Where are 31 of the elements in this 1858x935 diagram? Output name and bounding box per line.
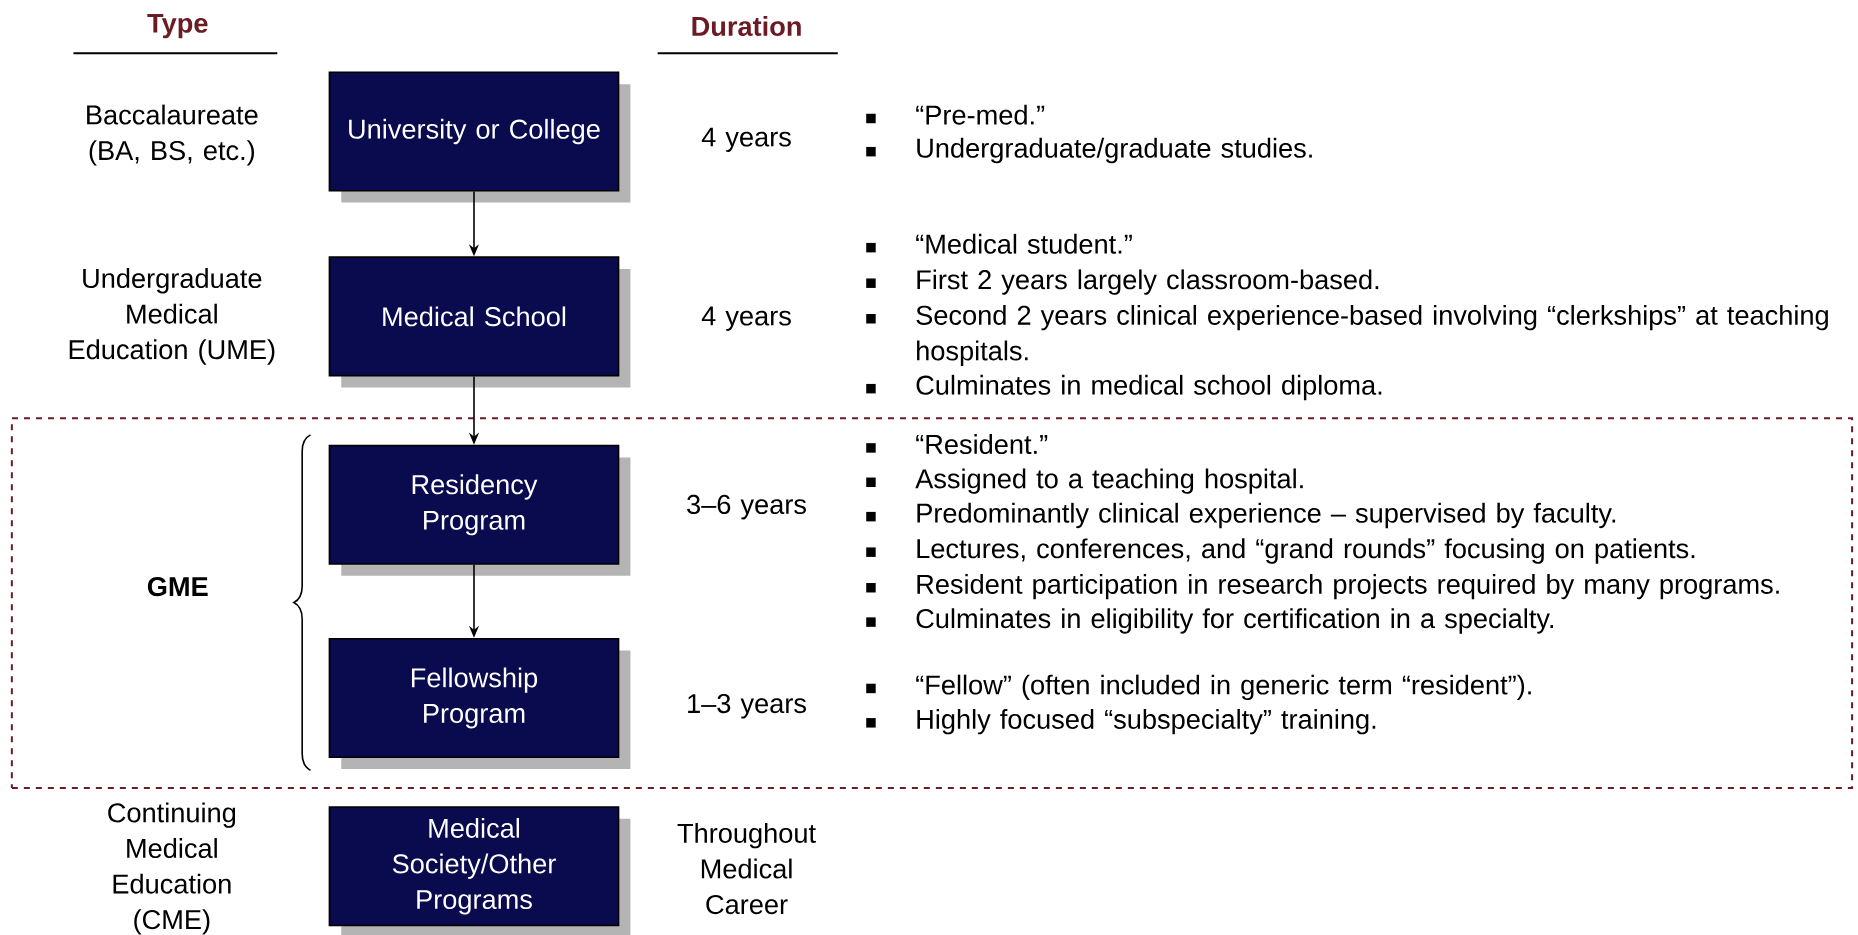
- bullet-item: Second 2 years clinical experience-based involving “clerkships” at teaching hospitals.: [866, 305, 1828, 366]
- column-header: Duration: [692, 16, 801, 37]
- side-text: Undergraduate Medical Education (UME): [69, 268, 275, 365]
- bullet-item: Resident participation in research projects required by many programs.: [866, 573, 1779, 600]
- process-box: Medical Society/Other Programs: [328, 806, 631, 935]
- bullet-item: “Resident.”: [866, 434, 1048, 455]
- side-text: 1–3 years: [688, 693, 806, 719]
- process-box: Residency Program: [328, 444, 631, 576]
- bullet-item: Assigned to a teaching hospital.: [866, 468, 1303, 494]
- bullet-item: First 2 years largely classroom-based.: [866, 269, 1379, 295]
- bullet-item: “Pre-med.”: [866, 104, 1045, 125]
- side-text: Baccalaureate (BA, BS, etc.): [87, 104, 258, 166]
- column-header: Type: [147, 13, 208, 39]
- side-text: Continuing Medical Education (CME): [108, 802, 236, 935]
- side-text: 4 years: [701, 306, 791, 331]
- bullet-item: Predominantly clinical experience – supervised by faculty.: [866, 502, 1616, 529]
- process-box: University or College: [328, 71, 631, 203]
- side-text: 3–6 years: [687, 494, 806, 520]
- side-text: 4 years: [701, 127, 791, 153]
- process-box: Fellowship Program: [328, 637, 631, 770]
- process-box: Medical School: [328, 256, 631, 388]
- bullet-item: Culminates in eligibility for certification in a specialty.: [866, 608, 1554, 634]
- bullet-item: Culminates in medical school diploma.: [866, 374, 1382, 401]
- group-label: GME: [147, 576, 208, 597]
- bullet-item: Highly focused “subspecialty” training.: [866, 709, 1376, 735]
- bullet-item: Undergraduate/graduate studies.: [866, 137, 1312, 164]
- bullet-item: Lectures, conferences, and “grand rounds” focusing on patients.: [866, 538, 1695, 564]
- bullet-item: “Fellow” (often included in generic term “resident”).: [866, 674, 1531, 701]
- bullet-item: “Medical student.”: [866, 233, 1132, 254]
- dashed-region: [10, 417, 1854, 790]
- side-text: Throughout Medical Career: [677, 823, 816, 915]
